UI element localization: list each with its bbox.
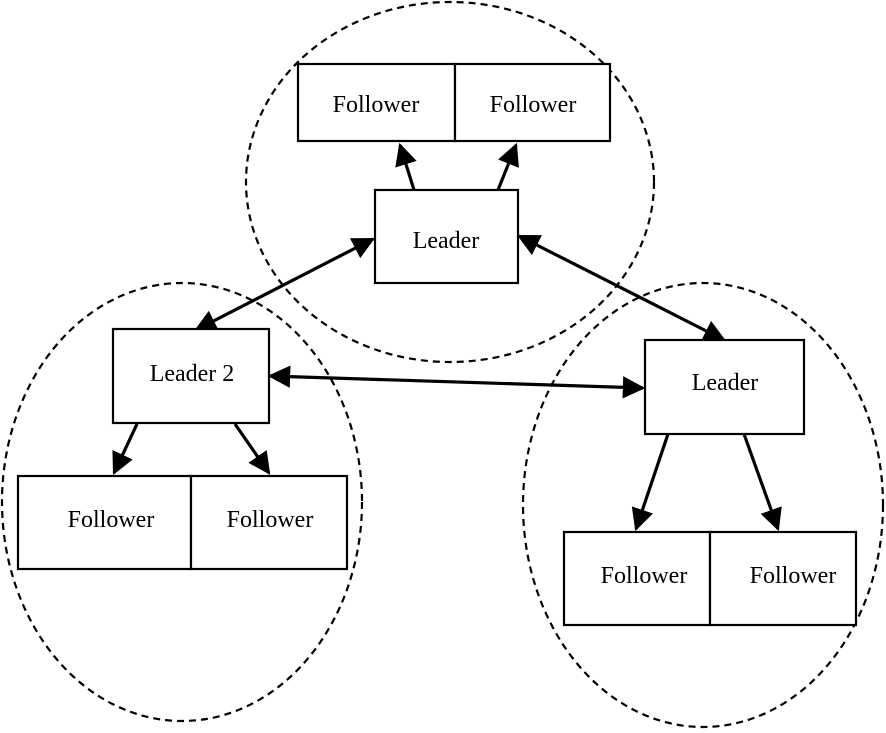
top-follower-1-label: Follower	[333, 92, 420, 118]
left-leader-label: Leader 2	[150, 361, 235, 387]
edge-left-leader-to-follower-2	[233, 423, 271, 475]
edge-top-leader-to-follower-1	[395, 142, 417, 191]
right-follower-2-label: Follower	[750, 563, 837, 589]
right-leader-box	[643, 338, 806, 436]
cluster-top-boundary	[244, 0, 656, 364]
left-follower-2-label: Follower	[227, 507, 314, 533]
top-follower-2-label: Follower	[490, 92, 577, 118]
edge-right-leader-to-follower-2	[742, 433, 782, 532]
top-follower-2-box	[453, 62, 612, 143]
left-follower-2-box	[189, 474, 349, 571]
cluster-top: Follower Follower Leader	[296, 62, 612, 285]
edge-left-leader-right-leader	[267, 365, 646, 399]
edge-top-leader-to-follower-2	[496, 142, 519, 191]
cluster-right: Leader Follower Follower	[562, 338, 858, 627]
left-follower-1-label: Follower	[68, 507, 155, 533]
edge-top-leader-right-leader	[517, 234, 726, 342]
cluster-left-boundary	[0, 281, 364, 723]
left-leader-box	[111, 327, 271, 425]
top-follower-1-box	[296, 62, 457, 143]
top-leader-box	[373, 188, 520, 285]
right-follower-2-box	[708, 530, 858, 627]
edge-top-leader-left-leader	[194, 237, 375, 332]
cluster-left: Leader 2 Follower Follower	[16, 327, 349, 571]
right-follower-1-label: Follower	[601, 563, 688, 589]
right-leader-label: Leader	[692, 370, 759, 396]
edge-left-leader-to-follower-1	[112, 423, 139, 476]
edge-right-leader-to-follower-1	[631, 433, 670, 532]
right-follower-1-box	[562, 530, 712, 627]
top-leader-label: Leader	[413, 228, 480, 254]
